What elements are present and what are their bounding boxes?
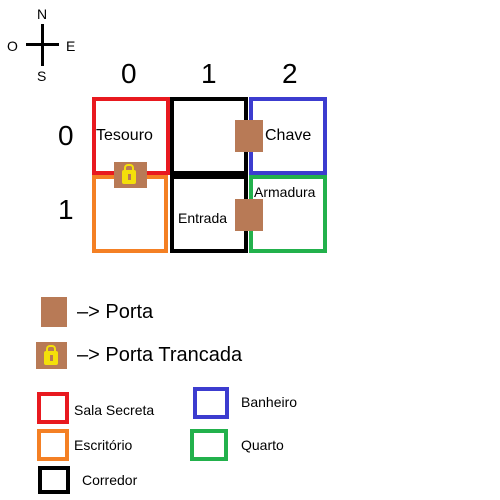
lock-shackle-icon <box>124 164 134 172</box>
legend-quarto-label: Quarto <box>241 437 284 453</box>
room-1-2-quarto: Armadura <box>249 175 327 253</box>
legend-escritorio-swatch <box>37 429 69 461</box>
legend-banheiro-label: Banheiro <box>241 394 298 410</box>
room-label-tesouro: Tesouro <box>96 127 153 144</box>
row-header-1: 1 <box>58 194 74 225</box>
legend-sala-secreta-label: Sala Secreta <box>74 402 155 418</box>
legend-escritorio-label: Escritório <box>74 437 133 453</box>
lock-keyhole-icon <box>128 174 131 180</box>
row-header-0: 0 <box>58 120 74 151</box>
compass-west-label: O <box>7 38 18 54</box>
legend-lock-shackle-icon <box>46 345 56 353</box>
compass-horizontal-line <box>26 43 59 46</box>
legend-corredor-swatch <box>38 466 70 494</box>
legend-locked-door-label: –> Porta Trancada <box>77 344 243 366</box>
legend-sala-secreta-swatch <box>37 392 69 424</box>
column-header-0: 0 <box>121 58 137 89</box>
legend-corredor-label: Corredor <box>82 472 138 488</box>
compass-south-label: S <box>37 68 47 84</box>
locked-door-tesouro-escritorio <box>114 162 147 188</box>
legend-lock-keyhole-icon <box>50 355 53 361</box>
legend-door-swatch <box>41 297 67 327</box>
compass-east-label: E <box>66 38 76 54</box>
compass-north-label: N <box>37 6 48 22</box>
room-label-armadura: Armadura <box>254 184 316 200</box>
door-entrada-armadura <box>235 199 263 231</box>
legend-quarto-swatch <box>190 429 228 461</box>
column-header-1: 1 <box>201 58 217 89</box>
room-label-chave: Chave <box>265 127 312 144</box>
door-corredor-banheiro <box>235 120 263 152</box>
room-label-entrada: Entrada <box>178 210 228 226</box>
legend-locked-door-swatch <box>36 342 67 369</box>
legend-banheiro-swatch <box>193 387 229 419</box>
column-header-2: 2 <box>282 58 298 89</box>
legend-door-label: –> Porta <box>77 301 154 323</box>
room-0-1-corredor <box>170 97 248 175</box>
